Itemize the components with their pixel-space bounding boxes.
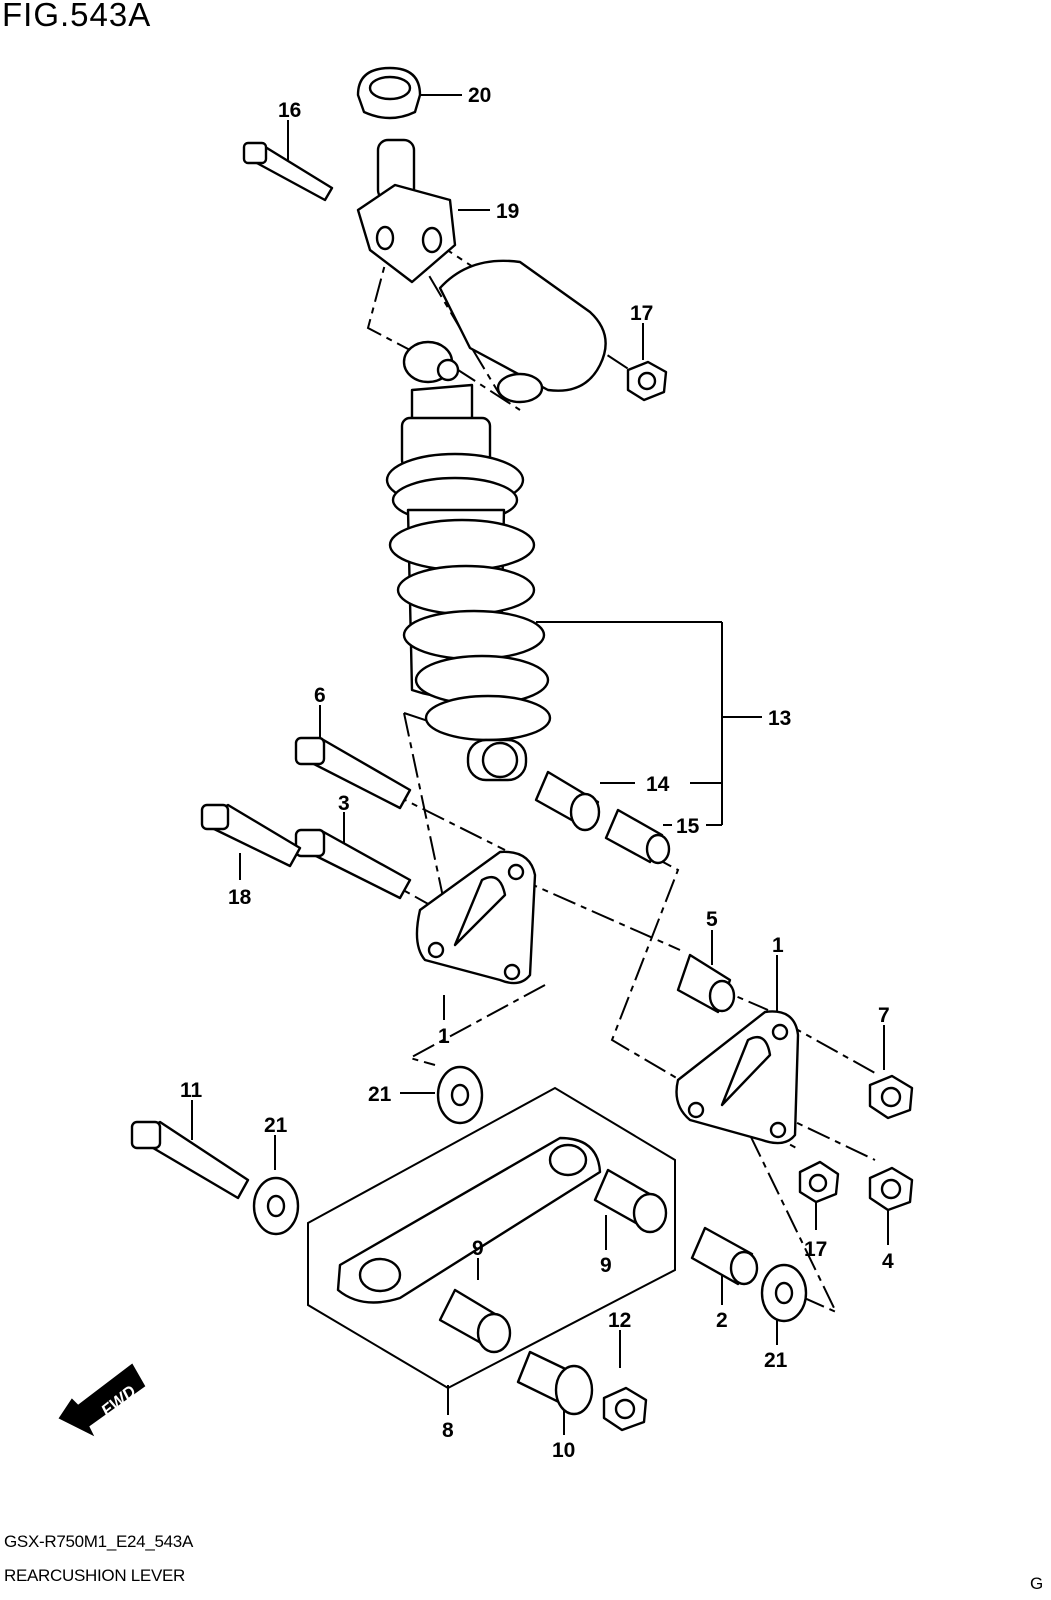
part-1-plate-right bbox=[675, 1010, 800, 1145]
callout-21-left: 21 bbox=[264, 1114, 288, 1137]
part-21-washer-top bbox=[436, 1065, 484, 1125]
callout-8: 8 bbox=[442, 1419, 454, 1442]
part-19-clevis bbox=[356, 138, 457, 284]
part-3-bolt bbox=[294, 828, 412, 900]
callout-11: 11 bbox=[180, 1079, 203, 1102]
part-8-lever-outline bbox=[307, 1086, 676, 1390]
callout-12: 12 bbox=[608, 1309, 631, 1332]
part-11-bolt bbox=[130, 1120, 250, 1200]
figure-title: FIG.543A bbox=[2, 0, 152, 33]
part-1-plate-left bbox=[415, 850, 537, 985]
diagram-code: GSX-R750M1_E24_543A bbox=[4, 1532, 193, 1551]
callout-19: 19 bbox=[496, 200, 519, 223]
callout-17-bottom: 17 bbox=[804, 1238, 827, 1261]
callout-18: 18 bbox=[228, 886, 252, 909]
callout-16: 16 bbox=[278, 99, 301, 122]
callout-21-right: 21 bbox=[764, 1349, 788, 1372]
corner-mark: G bbox=[1030, 1574, 1044, 1593]
callout-9-right: 9 bbox=[600, 1254, 612, 1277]
callout-6: 6 bbox=[314, 684, 326, 707]
callout-9-left: 9 bbox=[472, 1237, 484, 1260]
part-4-nut bbox=[868, 1166, 914, 1212]
part-15-spacer bbox=[604, 808, 671, 865]
part-21-washer-right bbox=[760, 1263, 808, 1323]
callout-3: 3 bbox=[338, 792, 350, 815]
part-9-bearing-left bbox=[438, 1288, 512, 1354]
callout-4: 4 bbox=[882, 1250, 894, 1273]
part-10-collar bbox=[516, 1350, 594, 1416]
part-17-nut-top bbox=[626, 360, 668, 402]
part-18-bolt bbox=[200, 803, 302, 868]
callout-2: 2 bbox=[716, 1309, 728, 1332]
fwd-arrow-icon: FWD bbox=[58, 1363, 146, 1437]
part-9-bearing-right bbox=[593, 1168, 668, 1234]
part-12-nut bbox=[602, 1386, 648, 1432]
callout-10: 10 bbox=[552, 1439, 575, 1462]
rear-cushion-assembly bbox=[385, 259, 607, 782]
callout-21-top: 21 bbox=[368, 1083, 392, 1106]
part-20-seat bbox=[356, 66, 422, 120]
callout-labels: 20 16 19 17 13 6 14 3 15 18 5 1 1 7 11 2… bbox=[180, 84, 894, 1462]
part-6-bolt bbox=[294, 736, 412, 810]
callout-15: 15 bbox=[676, 815, 700, 838]
part-14-bearing bbox=[534, 770, 601, 832]
part-5-spacer bbox=[676, 953, 736, 1014]
callout-7: 7 bbox=[878, 1004, 890, 1027]
callout-13: 13 bbox=[768, 707, 791, 730]
callout-1-right: 1 bbox=[772, 934, 784, 957]
part-7-nut bbox=[868, 1074, 914, 1120]
diagram-name: REARCUSHION LEVER bbox=[4, 1566, 185, 1585]
leader-lines bbox=[191, 94, 889, 1435]
callout-17-top: 17 bbox=[630, 302, 653, 325]
part-16-bolt bbox=[242, 141, 334, 202]
callout-1-left: 1 bbox=[438, 1025, 450, 1048]
callout-5: 5 bbox=[706, 908, 718, 931]
part-17-nut-bottom bbox=[798, 1160, 840, 1204]
part-2-spacer bbox=[690, 1226, 759, 1286]
part-21-washer-left bbox=[252, 1176, 300, 1236]
callout-20: 20 bbox=[468, 84, 491, 107]
part-8-link bbox=[336, 1136, 602, 1304]
callout-14: 14 bbox=[646, 773, 670, 796]
